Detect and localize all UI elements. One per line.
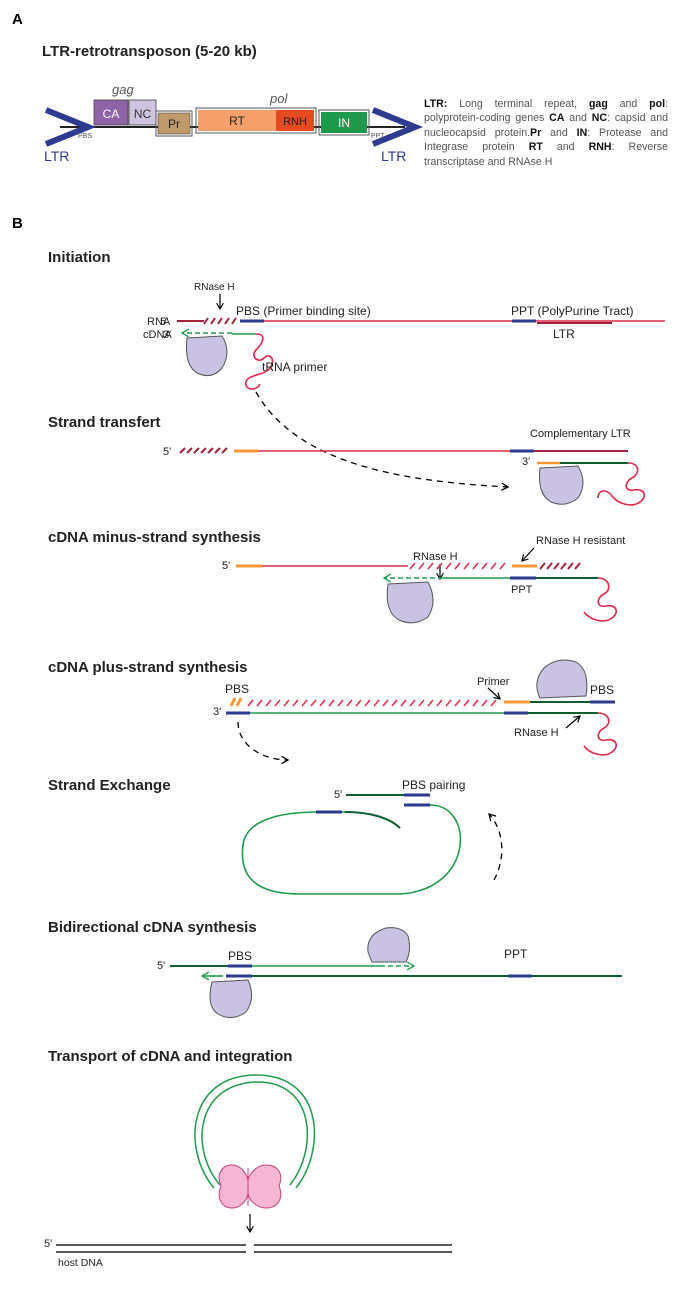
pr-gene-box xyxy=(157,112,191,135)
in-gene-box xyxy=(321,112,367,133)
ltr-left-arrow xyxy=(44,107,96,147)
initiation-pbs-label: PBS (Primer binding site) xyxy=(236,304,371,318)
nc-gene-box xyxy=(128,99,157,126)
strand-transfer-title: Strand transfert xyxy=(48,414,161,431)
plus-3-label: 3' xyxy=(213,706,221,718)
panel-a-legend: LTR: Long terminal repeat, gag and pol: … xyxy=(424,98,669,168)
bidirectional-ppt-label: PPT xyxy=(504,947,528,961)
trna-primer-label: tRNA primer xyxy=(262,360,327,374)
pol-label: pol xyxy=(269,91,288,106)
host-dna-label: host DNA xyxy=(58,1257,103,1269)
ppt-small-label: PPT xyxy=(371,133,385,140)
legend-ca-term: CA xyxy=(549,112,565,125)
exchange-5-label: 5' xyxy=(334,789,342,801)
rna-label: RNA xyxy=(147,316,171,328)
plus-pbs-left-label: PBS xyxy=(225,682,249,696)
panel-a-title: LTR-retrotransposon (5-20 kb) xyxy=(42,43,257,60)
rnh-gene-box xyxy=(276,110,314,131)
rna-5-label: 5' xyxy=(160,316,168,328)
gag-label: gag xyxy=(112,82,134,97)
rnase-h-resistant-label: RNase H resistant xyxy=(536,535,625,547)
rt-label: RT xyxy=(229,114,245,128)
reverse-transcriptase-enzyme xyxy=(186,335,228,377)
bidirectional-title: Bidirectional cDNA synthesis xyxy=(48,919,257,936)
ltr-right-label: LTR xyxy=(381,148,406,164)
legend-gag-term: gag xyxy=(588,98,608,110)
minus-rnase-h-label: RNase H xyxy=(413,551,458,563)
ca-label: CA xyxy=(103,107,120,121)
legend-rnh-term: RNH xyxy=(588,141,612,154)
transport-5-label: 5' xyxy=(44,1238,52,1250)
retrotransposon-map: LTR LTR PBS PPT gag pol CA NC Pr RT RNH … xyxy=(44,82,423,164)
legend-ltr-term: LTR: xyxy=(424,98,448,110)
nc-label: NC xyxy=(134,107,152,121)
panel-a-letter: A xyxy=(12,11,23,28)
initiation-ltr-label: LTR xyxy=(553,327,575,341)
step-strand-exchange: Strand Exchange 5' PBS pairing xyxy=(48,777,503,895)
in-label: IN xyxy=(338,116,350,130)
pbs-small-label: PBS xyxy=(78,133,92,140)
legend-pol-term: pol xyxy=(649,98,666,110)
step-bidirectional: Bidirectional cDNA synthesis PBS PPT 5' xyxy=(48,919,622,1018)
transport-title: Transport of cDNA and integration xyxy=(48,1048,292,1065)
primer-label: Primer xyxy=(477,676,510,688)
ltr-right-arrow xyxy=(371,107,423,147)
ca-gene-box xyxy=(93,99,129,126)
trna-primer xyxy=(245,333,274,390)
rt-gene-box xyxy=(198,110,276,131)
cdna-label: cDNA xyxy=(143,329,172,341)
pr-label: Pr xyxy=(168,117,180,131)
integrase-enzyme xyxy=(218,1164,282,1209)
pbs-pairing-label: PBS pairing xyxy=(402,778,465,792)
plus-rnase-h-label: RNase H xyxy=(514,727,559,739)
strand-transfer-3-label: 3' xyxy=(522,456,530,468)
bidirectional-5-label: 5' xyxy=(157,960,165,972)
strand-exchange-title: Strand Exchange xyxy=(48,777,171,794)
ltr-left-label: LTR xyxy=(44,148,69,164)
strand-transfer-jump-arrow xyxy=(255,391,510,491)
legend-pr-term: Pr xyxy=(530,126,542,139)
complementary-ltr-label: Complementary LTR xyxy=(530,428,631,440)
initiation-title: Initiation xyxy=(48,249,111,266)
minus-5-label: 5' xyxy=(222,560,230,572)
legend-nc-term: NC xyxy=(591,112,608,125)
plus-strand-title: cDNA plus-strand synthesis xyxy=(48,659,248,676)
minus-ppt-label: PPT xyxy=(511,584,533,596)
plus-pbs-right-label: PBS xyxy=(590,683,614,697)
legend-in-term: IN xyxy=(576,126,588,139)
bidirectional-pbs-label: PBS xyxy=(228,949,252,963)
step-minus-strand: cDNA minus-strand synthesis RNase H RNas… xyxy=(48,529,625,624)
legend-rt-term: RT xyxy=(528,141,543,154)
panel-b-letter: B xyxy=(12,215,23,232)
initiation-rnase-h-label: RNase H xyxy=(194,282,235,293)
strand-transfer-5-label: 5' xyxy=(163,446,171,458)
step-transport-integration: Transport of cDNA and integration 5' hos… xyxy=(44,1048,452,1269)
step-strand-transfer: Strand transfert 5' Complementary LTR 3' xyxy=(48,414,646,506)
minus-strand-title: cDNA minus-strand synthesis xyxy=(48,529,261,546)
initiation-degraded-rna xyxy=(203,317,237,325)
cdna-3-label: 3' xyxy=(163,329,171,341)
step-initiation: Initiation RNase H PBS (Primer binding s… xyxy=(48,249,665,491)
rnh-label: RNH xyxy=(283,116,307,128)
step-plus-strand: cDNA plus-strand synthesis PBS 3' Primer… xyxy=(48,659,618,765)
initiation-ppt-label: PPT (PolyPurine Tract) xyxy=(511,304,633,318)
